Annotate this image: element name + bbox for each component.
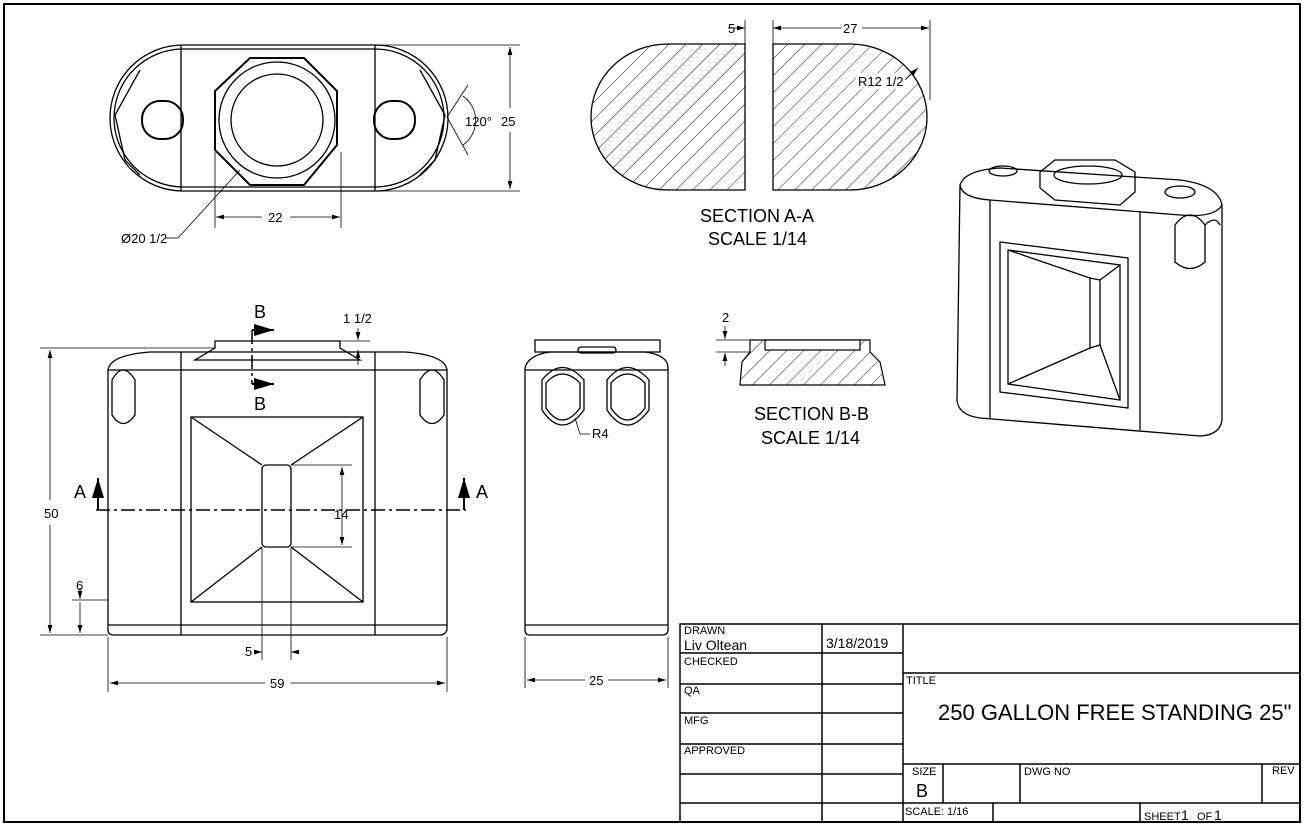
title-block-text: DRAWN Liv Oltean 3/18/2019 CHECKED QA MF… [684, 625, 1295, 823]
section-aa-dim-left: 5 [728, 21, 735, 36]
of-label: OF [1197, 811, 1213, 823]
side-radius: R4 [592, 426, 609, 441]
side-view: R4 25 [524, 339, 669, 688]
width-dim: 59 [270, 676, 284, 691]
section-aa-radius: R12 1/2 [858, 74, 904, 89]
sheet-number: 1 [1181, 807, 1189, 823]
section-aa-title: SECTION A-A [700, 206, 814, 226]
isometric-view [956, 159, 1223, 437]
slot-dim: 5 [245, 644, 252, 659]
qa-label: QA [684, 685, 701, 697]
drawn-by: Liv Oltean [684, 637, 747, 653]
section-bb: 2 SECTION B-B SCALE 1/14 [716, 310, 886, 448]
top-view: 22 Ø20 1/2 120° 25 [109, 44, 520, 246]
scale-value: 1/16 [947, 806, 968, 818]
section-b-marker-bottom: B [254, 394, 266, 414]
side-width-dim: 25 [589, 673, 603, 688]
rev-label: REV [1272, 765, 1295, 777]
title-label: TITLE [906, 675, 936, 687]
section-bb-dim: 2 [722, 310, 729, 325]
approved-label: APPROVED [684, 745, 745, 757]
section-bb-scale: SCALE 1/14 [761, 428, 860, 448]
mfg-label: MFG [684, 715, 708, 727]
title-block [679, 623, 1301, 823]
top-height-dim: 25 [501, 114, 515, 129]
sheet-label: SHEET [1144, 811, 1181, 823]
section-bb-title: SECTION B-B [754, 404, 869, 424]
size-value: B [916, 781, 928, 801]
diameter-dim: Ø20 1/2 [121, 231, 167, 246]
front-view: B B A A 1 1/2 50 6 14 5 59 [40, 302, 488, 692]
angle-dim: 120° [465, 114, 492, 129]
sheet-total: 1 [1214, 807, 1222, 823]
top-width-dim: 22 [268, 210, 282, 225]
section-a-marker-left: A [74, 482, 86, 502]
section-aa-dim-right: 27 [843, 21, 857, 36]
sheet-border [3, 3, 1301, 823]
drawn-label: DRAWN [684, 625, 725, 637]
section-aa: 5 27 R12 1/2 SECTION A-A SCALE 1/14 [590, 20, 931, 249]
height-dim: 50 [44, 506, 58, 521]
panel-dim: 14 [334, 507, 348, 522]
section-a-marker-right: A [476, 482, 488, 502]
dwg-no-label: DWG NO [1024, 766, 1071, 778]
base-dim: 6 [76, 578, 83, 593]
drawn-date: 3/18/2019 [826, 635, 888, 651]
scale-label: SCALE: [905, 806, 944, 818]
checked-label: CHECKED [684, 656, 738, 668]
size-label: SIZE [912, 766, 936, 778]
section-aa-scale: SCALE 1/14 [708, 229, 807, 249]
drawing-title: 250 GALLON FREE STANDING 25" [938, 700, 1291, 725]
section-b-marker-top: B [254, 302, 266, 322]
lid-dim: 1 1/2 [343, 311, 372, 326]
